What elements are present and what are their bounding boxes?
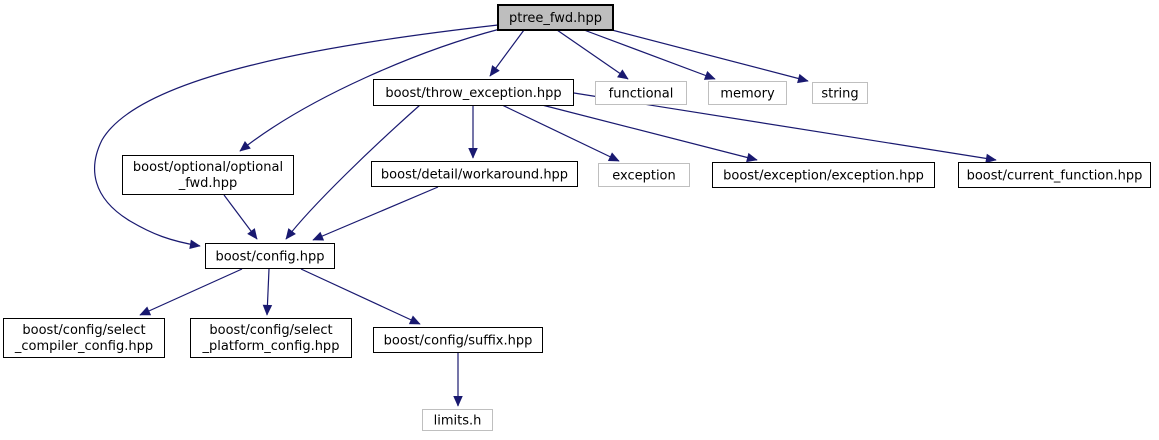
node-memory-box bbox=[708, 81, 787, 105]
node-workaround[interactable]: boost/detail/workaround.hpp bbox=[371, 161, 578, 187]
node-ptree-fwd-label: ptree_fwd.hpp bbox=[509, 11, 602, 26]
node-config-box[interactable] bbox=[205, 243, 335, 269]
edge-ptree-fwd-to-string bbox=[607, 28, 809, 84]
edge-workaround-to-config bbox=[312, 186, 439, 241]
edge-ptree-fwd-to-optional-fwd bbox=[239, 28, 501, 152]
node-suffix[interactable]: boost/config/suffix.hpp bbox=[373, 327, 543, 353]
nodes: ptree_fwd.hpp boost/throw_exception.hpp … bbox=[3, 4, 1151, 431]
node-ptree-fwd-box bbox=[497, 4, 614, 31]
node-limits-box bbox=[422, 409, 493, 431]
node-select-compiler[interactable]: boost/config/select _compiler_config.hpp bbox=[3, 318, 165, 358]
node-ptree-fwd: ptree_fwd.hpp bbox=[497, 4, 614, 31]
node-workaround-box[interactable] bbox=[371, 161, 578, 187]
node-memory-label: memory bbox=[720, 87, 775, 102]
edge-throw-exception-to-config bbox=[285, 104, 421, 240]
node-optional-fwd-box[interactable] bbox=[122, 155, 294, 195]
node-string: string bbox=[812, 82, 868, 104]
node-exception-std-label: exception bbox=[612, 169, 676, 184]
node-functional-box bbox=[595, 81, 687, 105]
node-limits-label: limits.h bbox=[434, 414, 482, 429]
edge-config-to-suffix bbox=[300, 268, 421, 325]
node-current-function[interactable]: boost/current_function.hpp bbox=[958, 162, 1151, 188]
node-exception-std: exception bbox=[598, 163, 690, 187]
node-optional-fwd-label-line2: _fwd.hpp bbox=[178, 176, 238, 191]
node-optional-fwd-label-line1: boost/optional/optional bbox=[133, 160, 283, 175]
node-current-function-box[interactable] bbox=[958, 162, 1151, 188]
node-suffix-label: boost/config/suffix.hpp bbox=[384, 334, 533, 349]
node-functional-label: functional bbox=[609, 87, 674, 102]
node-throw-exception-label: boost/throw_exception.hpp bbox=[385, 86, 561, 101]
edge-ptree-fwd-to-memory bbox=[583, 29, 716, 80]
node-select-platform[interactable]: boost/config/select _platform_config.hpp bbox=[190, 318, 352, 358]
edge-config-to-select-compiler bbox=[139, 268, 243, 316]
node-limits: limits.h bbox=[422, 409, 493, 431]
edge-optional-fwd-to-config bbox=[223, 194, 258, 240]
node-exception-hpp-box[interactable] bbox=[712, 162, 935, 188]
edge-ptree-fwd-to-config bbox=[94, 24, 499, 250]
node-suffix-box[interactable] bbox=[373, 327, 543, 353]
edge-ptree-fwd-to-throw-exception bbox=[489, 29, 525, 77]
node-select-platform-label-line1: boost/config/select bbox=[209, 323, 332, 338]
node-config-label: boost/config.hpp bbox=[215, 250, 324, 265]
node-memory: memory bbox=[708, 81, 787, 105]
node-select-compiler-label-line1: boost/config/select bbox=[22, 323, 145, 338]
node-select-compiler-label-line2: _compiler_config.hpp bbox=[14, 339, 153, 354]
node-throw-exception[interactable]: boost/throw_exception.hpp bbox=[373, 79, 574, 106]
edge-config-to-select-platform bbox=[262, 268, 273, 316]
node-string-label: string bbox=[821, 87, 858, 102]
node-exception-hpp-label: boost/exception/exception.hpp bbox=[723, 169, 924, 184]
node-throw-exception-box[interactable] bbox=[373, 79, 574, 106]
edges bbox=[94, 24, 997, 407]
node-select-platform-box[interactable] bbox=[190, 318, 352, 358]
node-select-compiler-box[interactable] bbox=[3, 318, 165, 358]
node-config[interactable]: boost/config.hpp bbox=[205, 243, 335, 269]
node-exception-hpp[interactable]: boost/exception/exception.hpp bbox=[712, 162, 935, 188]
edge-ptree-fwd-to-functional bbox=[556, 29, 629, 80]
edge-throw-exception-to-exception bbox=[501, 104, 620, 162]
node-functional: functional bbox=[595, 81, 687, 105]
node-workaround-label: boost/detail/workaround.hpp bbox=[381, 168, 568, 183]
node-string-box bbox=[812, 82, 868, 104]
node-optional-fwd[interactable]: boost/optional/optional _fwd.hpp bbox=[122, 155, 294, 195]
node-select-platform-label-line2: _platform_config.hpp bbox=[202, 339, 340, 354]
node-exception-std-box bbox=[598, 163, 690, 187]
edge-throw-exception-to-exception-hpp bbox=[541, 104, 758, 163]
node-current-function-label: boost/current_function.hpp bbox=[967, 169, 1143, 184]
